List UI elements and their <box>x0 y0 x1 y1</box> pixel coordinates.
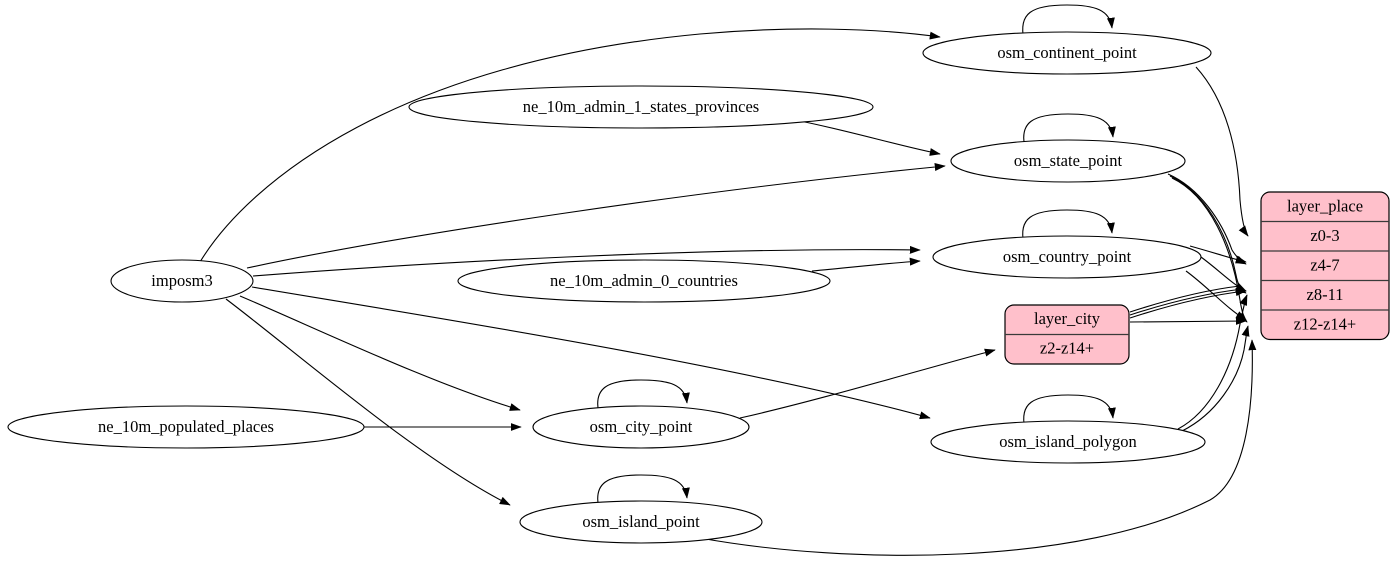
node-label-osm_state_point: osm_state_point <box>1014 151 1123 170</box>
layer_place-row-z12-z14plus[interactable]: z12-z14+ <box>1294 314 1356 333</box>
node-layer_city[interactable]: layer_city z2-z14+ <box>1004 304 1130 365</box>
node-layer_place[interactable]: layer_place z0-3 z4-7 z8-11 z12-z14+ <box>1260 191 1390 341</box>
edge-ne_10m_admin_1_states_provinces-to-osm_state_point <box>799 120 941 156</box>
layer_city-title: layer_city <box>1034 309 1101 328</box>
node-osm_state_point[interactable]: osm_state_point <box>950 139 1186 183</box>
edge-imposm3-to-osm_city_point <box>239 295 521 411</box>
edge-imposm3-to-osm_country_point <box>252 245 921 277</box>
edge-layer <box>199 4 1257 556</box>
node-layer: imposm3 ne_10m_admin_1_states_provinces … <box>7 31 1212 544</box>
node-osm_island_point[interactable]: osm_island_point <box>519 500 763 544</box>
node-label-osm_continent_point: osm_continent_point <box>997 43 1137 62</box>
edge-layer_city-to-layer_place-alt1 <box>1129 285 1241 313</box>
edge-osm_continent_point-to-layer_place-z0-3 <box>1195 66 1249 237</box>
layer_place-row-z0-3[interactable]: z0-3 <box>1310 226 1339 245</box>
edge-imposm3-to-osm_continent_point <box>199 28 941 263</box>
edge-self-osm_state_point <box>1023 113 1116 149</box>
node-osm_country_point[interactable]: osm_country_point <box>932 235 1202 279</box>
node-label-imposm3: imposm3 <box>151 271 212 290</box>
edge-layer_city-to-layer_place-alt2 <box>1129 288 1244 316</box>
edge-osm_island_polygon-to-layer_place-z8-11 <box>1177 294 1248 430</box>
node-label-osm_city_point: osm_city_point <box>590 417 693 436</box>
edge-osm_country_point-to-layer_place-z12-z14+ <box>1185 270 1247 321</box>
edge-self-osm_island_point <box>597 474 690 510</box>
node-osm_continent_point[interactable]: osm_continent_point <box>922 31 1212 75</box>
node-label-ne_10m_populated_places: ne_10m_populated_places <box>98 417 274 436</box>
edge-imposm3-to-osm_island_polygon <box>251 286 931 420</box>
node-ne_10m_admin_1_states_provinces[interactable]: ne_10m_admin_1_states_provinces <box>408 85 874 129</box>
edge-layer_city-to-layer_place-z12-z14+ <box>1129 317 1247 326</box>
node-ne_10m_admin_0_countries[interactable]: ne_10m_admin_0_countries <box>457 259 831 303</box>
node-osm_island_polygon[interactable]: osm_island_polygon <box>930 420 1206 464</box>
edge-osm_island_point-to-layer_place-z12-z14+ <box>699 339 1257 556</box>
node-label-osm_island_point: osm_island_point <box>582 512 700 531</box>
edge-self-osm_island_polygon <box>1023 394 1116 430</box>
edge-self-osm_city_point <box>597 379 690 415</box>
node-label-osm_island_polygon: osm_island_polygon <box>999 432 1137 451</box>
edge-layer_city-to-layer_place-z8-11 <box>1129 288 1247 319</box>
node-imposm3[interactable]: imposm3 <box>110 259 254 303</box>
edge-imposm3-to-osm_island_point <box>225 298 511 506</box>
node-label-ne_10m_admin_1_states_provinces: ne_10m_admin_1_states_provinces <box>523 97 759 116</box>
node-label-ne_10m_admin_0_countries: ne_10m_admin_0_countries <box>550 271 738 290</box>
edge-self-osm_country_point <box>1022 209 1115 245</box>
edge-osm_country_point-to-layer_place-z4-7 <box>1189 245 1247 264</box>
layer_place-row-z4-7[interactable]: z4-7 <box>1310 255 1339 274</box>
layer_place-row-z8-11[interactable]: z8-11 <box>1307 285 1344 304</box>
node-ne_10m_populated_places[interactable]: ne_10m_populated_places <box>7 405 365 449</box>
edge-osm_state_point-to-layer_place-z8-11 <box>1169 175 1247 294</box>
node-osm_city_point[interactable]: osm_city_point <box>532 405 750 449</box>
edge-osm_island_polygon-to-layer_place-z12-z14+ <box>1181 325 1250 432</box>
layer_place-title: layer_place <box>1287 196 1363 215</box>
edge-imposm3-to-osm_state_point <box>246 163 946 269</box>
edge-osm_city_point-to-layer_city-z2-z14+ <box>739 348 996 419</box>
edge-ne_10m_admin_0_countries-to-osm_country_point <box>811 257 921 272</box>
edge-self-osm_continent_point <box>1022 4 1115 41</box>
layer_city-row-z2-z14plus[interactable]: z2-z14+ <box>1040 338 1094 357</box>
node-label-osm_country_point: osm_country_point <box>1003 247 1132 266</box>
